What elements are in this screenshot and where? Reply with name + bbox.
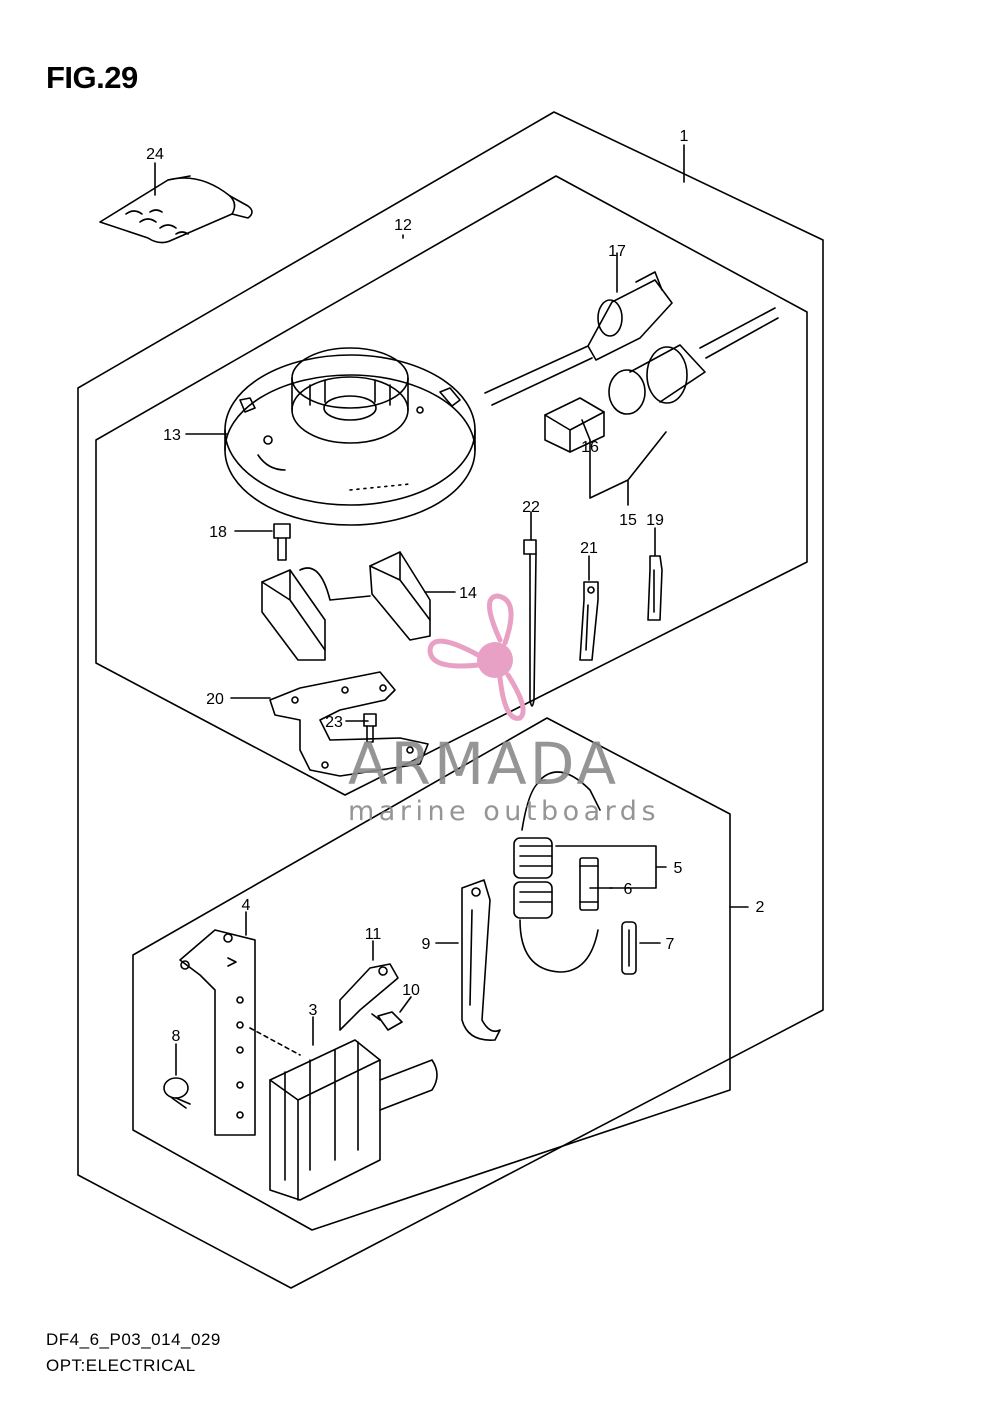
callout-6: 6 [624,881,633,898]
callout-16: 16 [581,439,599,456]
part-14-brushes [261,551,431,661]
watermark-brand: ARMADA [348,730,620,798]
callout-13: 13 [163,427,181,444]
part-11-plate [339,963,399,1031]
figure-title: FIG.29 [46,60,138,95]
callout-5: 5 [674,860,683,877]
figure-caption: OPT:ELECTRICAL [46,1356,196,1375]
assembly-box-2 [132,717,731,1231]
callout-21: 21 [580,540,598,557]
part-9-strap [461,879,501,1041]
leader-5 [555,845,667,889]
assembly-box-1 [77,111,824,1289]
part-24-bag [99,175,253,244]
callout-7: 7 [666,936,675,953]
callout-22: 22 [522,499,540,516]
callout-15: 15 [619,512,637,529]
callout-8: 8 [172,1028,181,1045]
callout-19: 19 [646,512,664,529]
part-16-cap [544,397,605,453]
figure-code: DF4_6_P03_014_029 [46,1330,221,1349]
part-20-plate [269,671,429,777]
part-3-rectifier [249,1027,438,1201]
callout-18: 18 [209,524,227,541]
callout-4: 4 [242,897,251,914]
assembly-box-12 [95,175,808,796]
part-21-clip [579,581,599,661]
part-22-cable-tie [523,539,537,707]
part-19-clip [647,555,663,621]
callout-10: 10 [402,982,420,999]
watermark-logo [427,593,526,721]
part-10-bolt [371,1011,403,1031]
part-23-screw [363,713,377,743]
callout-20: 20 [206,691,224,708]
part-13-stator-plate [224,347,476,526]
part-15-socket [608,307,779,415]
part-5-fuse-holder [513,771,601,973]
callout-2: 2 [756,899,765,916]
part-8-grommet [163,1077,191,1109]
leader-15 [589,431,667,506]
part-17-connector [484,271,673,406]
callout-24: 24 [146,146,164,163]
callout-9: 9 [422,936,431,953]
callout-17: 17 [608,243,626,260]
watermark-tagline: marine outboards [348,796,661,827]
part-18-bolt [273,523,291,561]
callout-1: 1 [680,128,689,145]
part-7-fuse [621,921,637,975]
callout-12: 12 [394,217,412,234]
callout-23: 23 [325,714,343,731]
callout-14: 14 [459,585,477,602]
part-4-bracket [179,929,256,1136]
leader-10 [399,996,412,1013]
part-6-fuse [579,857,599,911]
callout-3: 3 [309,1002,318,1019]
callout-11: 11 [365,926,382,943]
